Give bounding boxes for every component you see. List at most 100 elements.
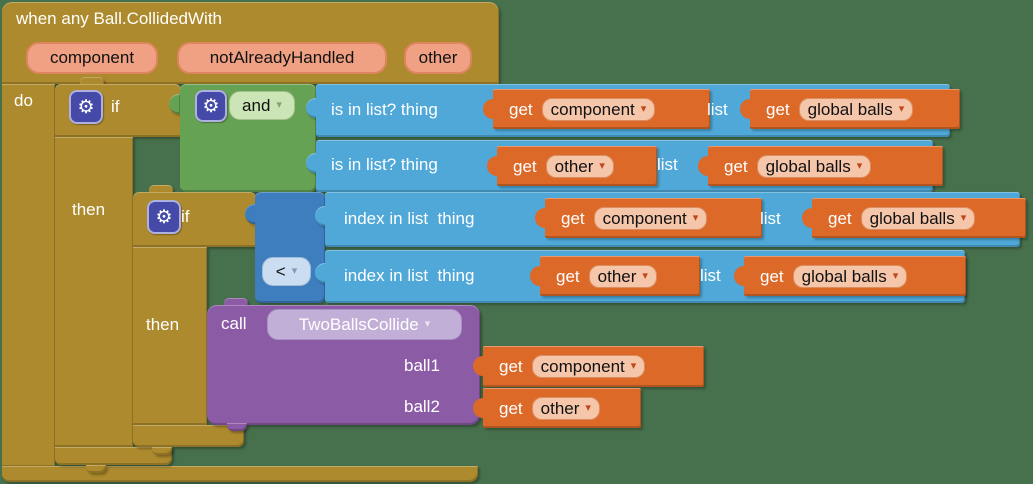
operator-label: and	[242, 96, 271, 115]
plug-icon	[473, 356, 484, 376]
call-label: call	[221, 314, 247, 333]
dropdown-arrow-icon: ▾	[585, 401, 591, 414]
get-label: get	[828, 208, 852, 228]
inner-if-block-left-column[interactable]	[133, 247, 207, 425]
when-event-block-left-column[interactable]	[2, 84, 55, 467]
dropdown-arrow-icon: ▾	[276, 99, 282, 111]
variable-dropdown[interactable]: global balls▾	[860, 206, 976, 230]
get-variable-block[interactable]: get other▾	[530, 256, 700, 296]
inner-if-top-plug-icon	[149, 185, 173, 194]
event-title: when any Ball.CollidedWith	[16, 9, 222, 28]
index-in-list-plug-icon	[315, 206, 326, 226]
get-label: get	[760, 266, 784, 286]
variable-dropdown[interactable]: component▾	[541, 97, 656, 121]
get-variable-block[interactable]: get other▾	[473, 388, 641, 428]
procedure-name: TwoBallsCollide	[298, 315, 419, 334]
dropdown-arrow-icon: ▾	[898, 102, 905, 115]
variable-name: other	[540, 398, 580, 418]
param-pill-component[interactable]: component	[26, 42, 158, 74]
mutator-gear-icon[interactable]: ⚙	[69, 90, 103, 124]
outer-then-label: then	[72, 200, 106, 219]
variable-dropdown[interactable]: other▾	[588, 264, 657, 288]
outer-if-block-footer[interactable]	[55, 447, 172, 465]
gear-glyph: ⚙	[202, 95, 220, 117]
plug-icon	[802, 208, 813, 228]
get-label: get	[513, 156, 537, 176]
get-label: get	[724, 156, 748, 176]
get-variable-block[interactable]: get other ▾	[487, 146, 657, 186]
variable-dropdown[interactable]: global balls▾	[792, 264, 908, 288]
procedure-dropdown[interactable]: TwoBallsCollide ▾	[267, 309, 462, 340]
inner-if-label: if	[181, 207, 190, 226]
param-pill-notalreadyhandled[interactable]: notAlreadyHandled	[177, 42, 387, 74]
list-socket-label: list	[760, 209, 781, 228]
index-in-list-label: index in list thing	[344, 266, 475, 285]
comparison-block[interactable]	[255, 192, 325, 303]
dropdown-arrow-icon: ▾	[291, 265, 298, 277]
comparison-operator-dropdown[interactable]: <▾	[262, 257, 311, 286]
variable-name: global balls	[765, 156, 851, 176]
variable-name: global balls	[869, 208, 955, 228]
variable-dropdown[interactable]: component▾	[531, 355, 646, 378]
get-variable-block[interactable]: get global balls▾	[740, 89, 960, 129]
mutator-gear-icon[interactable]: ⚙	[195, 90, 227, 122]
inner-if-block-footer[interactable]	[133, 425, 244, 447]
dropdown-arrow-icon: ▾	[856, 159, 863, 172]
is-in-list-label: is in list? thing	[331, 100, 438, 119]
variable-dropdown[interactable]: global balls ▾	[798, 97, 914, 121]
variable-dropdown[interactable]: other ▾	[545, 154, 614, 178]
variable-name: other	[597, 266, 637, 286]
get-variable-block[interactable]: get global balls▾	[734, 256, 966, 296]
param-pill-other[interactable]: other	[404, 42, 472, 74]
index-in-list-label: index in list thing	[344, 209, 475, 228]
get-variable-block[interactable]: get component▾	[483, 89, 710, 129]
is-in-list-plug-icon	[306, 98, 317, 118]
get-variable-block[interactable]: get global balls▾	[802, 198, 1026, 238]
variable-name: other	[554, 156, 594, 176]
variable-dropdown[interactable]: global balls ▾	[756, 154, 872, 178]
do-label: do	[14, 91, 33, 110]
call-bottom-plug-icon	[227, 423, 247, 431]
variable-name: component	[540, 357, 625, 376]
plug-icon	[487, 156, 498, 176]
list-socket-label: list	[657, 155, 678, 174]
param-label: other	[418, 48, 458, 67]
plug-icon	[734, 266, 745, 286]
inner-then-label: then	[146, 315, 180, 334]
param-label: notAlreadyHandled	[209, 48, 355, 67]
dropdown-arrow-icon: ▾	[692, 211, 699, 224]
dropdown-arrow-icon: ▾	[424, 318, 431, 330]
get-variable-block[interactable]: get component▾	[535, 198, 762, 238]
call-top-plug-icon	[224, 298, 248, 307]
get-variable-block[interactable]: get component▾	[473, 346, 704, 387]
get-label: get	[499, 357, 523, 376]
index-in-list-plug-icon	[315, 263, 326, 283]
plug-icon	[483, 99, 494, 119]
list-socket-label: list	[707, 100, 728, 119]
get-label: get	[556, 266, 580, 286]
arg-label-ball2: ball2	[404, 397, 440, 416]
variable-dropdown[interactable]: component▾	[593, 206, 708, 230]
and-operator-dropdown[interactable]: and ▾	[229, 91, 295, 120]
gear-glyph: ⚙	[77, 96, 95, 118]
param-label: component	[49, 48, 135, 67]
plug-icon	[473, 398, 484, 418]
arg-label-ball1: ball1	[404, 356, 440, 375]
comparison-plug-icon	[245, 204, 256, 224]
variable-name: global balls	[807, 99, 893, 119]
variable-dropdown[interactable]: other ▾	[531, 396, 600, 420]
variable-name: global balls	[801, 266, 887, 286]
outer-if-block-left-column[interactable]	[55, 137, 133, 447]
dropdown-arrow-icon: ▾	[640, 102, 647, 115]
and-block-plug-icon	[169, 94, 180, 114]
get-label: get	[509, 99, 533, 119]
dropdown-arrow-icon: ▾	[599, 159, 605, 172]
plug-icon	[698, 156, 709, 176]
outer-if-label: if	[111, 97, 120, 116]
when-event-block-footer[interactable]	[2, 466, 478, 482]
get-label: get	[561, 208, 585, 228]
get-variable-block[interactable]: get global balls ▾	[698, 146, 943, 186]
mutator-gear-icon[interactable]: ⚙	[147, 200, 181, 234]
is-in-list-label: is in list? thing	[331, 155, 438, 174]
